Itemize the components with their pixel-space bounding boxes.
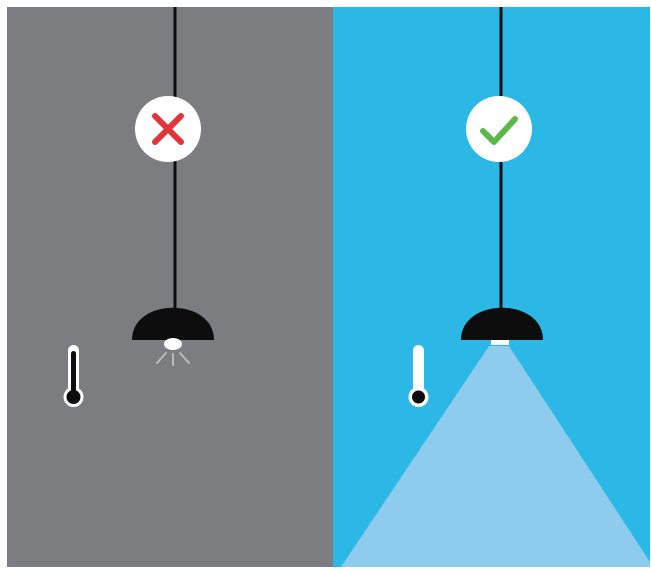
lamp-bulb xyxy=(491,340,509,345)
badge-circle xyxy=(466,96,532,162)
comparison-illustration xyxy=(7,7,650,567)
incorrect-panel-background xyxy=(7,7,333,567)
correct-badge xyxy=(466,96,532,162)
thermometer-level-high xyxy=(71,351,76,395)
thermometer-level-low xyxy=(412,391,425,404)
wrong-badge xyxy=(135,96,201,162)
correct-panel-drawing xyxy=(333,7,650,567)
incorrect-panel-drawing xyxy=(7,7,333,567)
correct-panel xyxy=(333,7,650,567)
incorrect-panel xyxy=(7,7,333,567)
lamp-bulb xyxy=(164,338,182,350)
